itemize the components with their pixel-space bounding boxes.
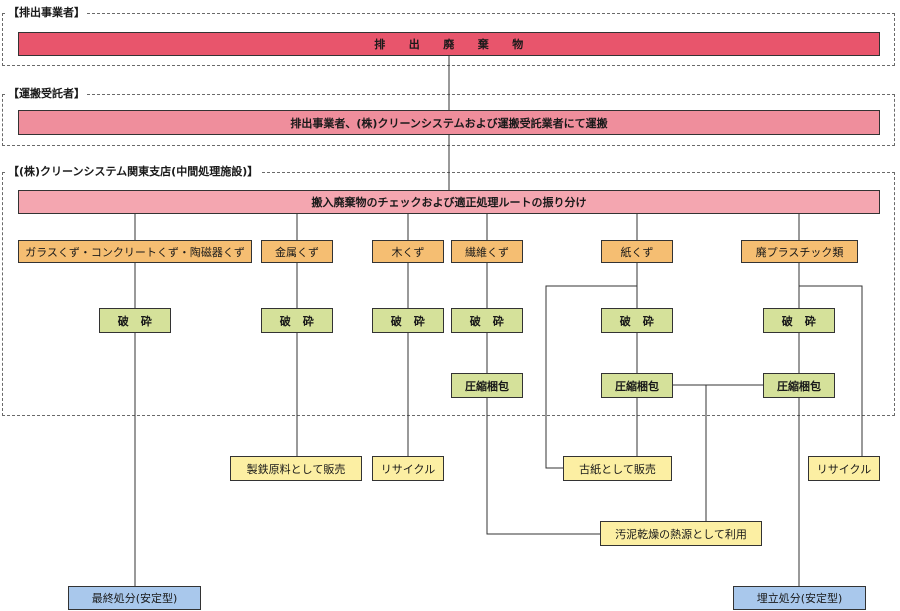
sorting-bar: 搬入廃棄物のチェックおよび適正処理ルートの振り分け	[18, 190, 880, 214]
transport-section-label: 【運搬受託者】	[6, 87, 87, 101]
baling-plastic: 圧縮梱包	[763, 373, 835, 398]
waste-source-bar: 排 出 廃 棄 物	[18, 32, 880, 56]
output-recycle-plastic: リサイクル	[808, 456, 880, 481]
connector-textile-bale-sludge	[486, 398, 600, 535]
connector-sorting-branches	[134, 214, 800, 240]
category-textile: 繊維くず	[451, 240, 523, 263]
baling-paper: 圧縮梱包	[601, 373, 673, 398]
output-waste-paper-sale: 古紙として販売	[563, 456, 672, 481]
crushing-textile: 破 砕	[451, 308, 523, 333]
output-recycle-wood: リサイクル	[372, 456, 444, 481]
final-disposal-stable: 最終処分(安定型)	[68, 586, 201, 610]
crushing-plastic: 破 砕	[763, 308, 835, 333]
crushing-wood: 破 砕	[372, 308, 444, 333]
category-glass-concrete-ceramics: ガラスくず・コンクリートくず・陶磁器くず	[18, 240, 252, 263]
category-metal: 金属くず	[261, 240, 333, 263]
crushing-metal: 破 砕	[261, 308, 333, 333]
generator-section-label: 【排出事業者】	[6, 6, 87, 20]
baling-textile: 圧縮梱包	[451, 373, 523, 398]
output-steel-material-sale: 製鉄原料として販売	[230, 456, 362, 481]
category-wood: 木くず	[372, 240, 444, 263]
category-paper: 紙くず	[601, 240, 673, 263]
intermediate-section-label: 【(株)クリーンシステム関東支店(中間処理施設)】	[6, 165, 261, 179]
category-plastic: 廃プラスチック類	[741, 240, 858, 263]
connector-plastic-to-recycle	[799, 285, 863, 456]
crushing-paper: 破 砕	[601, 308, 673, 333]
crushing-glass: 破 砕	[99, 308, 171, 333]
output-sludge-drying-heat: 汚泥乾燥の熱源として利用	[600, 521, 762, 546]
transport-bar: 排出事業者、(株)クリーンシステムおよび運搬受託業者にて運搬	[18, 110, 880, 135]
landfill-disposal-stable: 埋立処分(安定型)	[733, 586, 866, 610]
